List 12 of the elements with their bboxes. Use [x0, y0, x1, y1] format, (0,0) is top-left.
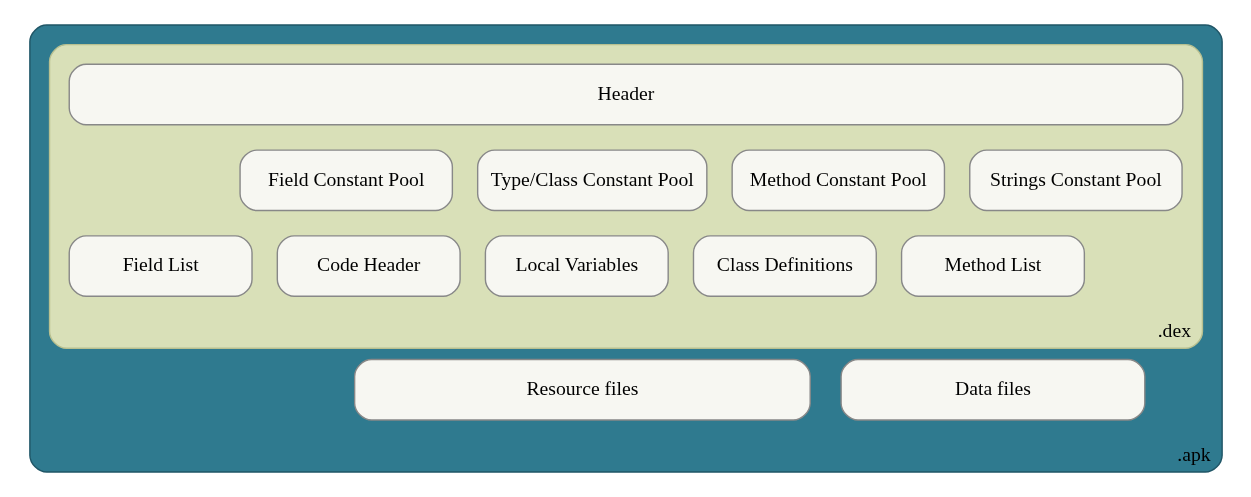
node-box: Header	[68, 63, 1183, 126]
node-box: Field Constant Pool	[238, 149, 453, 212]
node-box: Type/Class Constant Pool	[476, 149, 708, 212]
node-box: Local Variables	[484, 235, 669, 297]
node-box: Code Header	[276, 235, 461, 297]
node-box: Class Definitions	[692, 235, 877, 297]
node-box: Method Constant Pool	[730, 149, 945, 212]
node-box: Method List	[900, 235, 1085, 297]
node-box: Field List	[68, 235, 253, 297]
node-box: Strings Constant Pool	[968, 149, 1183, 212]
node-box: Data files	[839, 358, 1145, 421]
node-box: Resource files	[353, 358, 811, 421]
